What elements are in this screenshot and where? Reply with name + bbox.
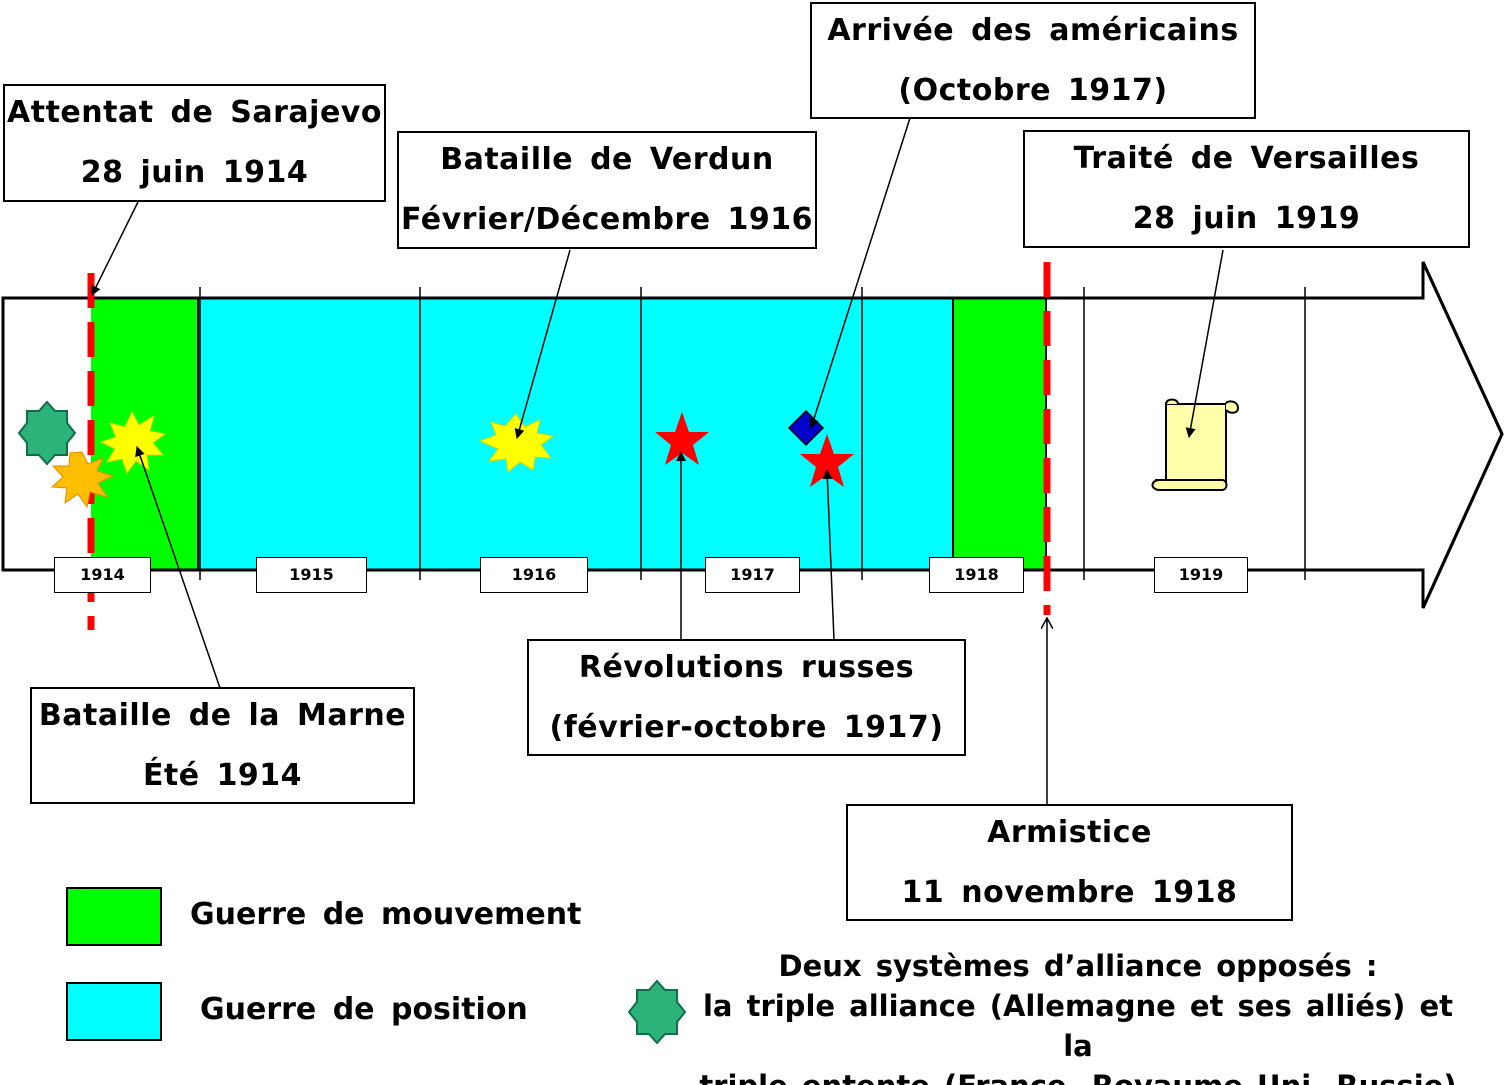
callout-marne	[135, 446, 221, 689]
year-label-1915: 1915	[256, 557, 367, 593]
event-versailles-box: Traité de Versailles 28 juin 1919	[1023, 130, 1470, 248]
explosion-orange-icon	[50, 451, 115, 509]
callout-sarajevo	[91, 201, 139, 296]
event-armistice-date: 11 novembre 1918	[901, 874, 1238, 910]
legend-movement-label: Guerre de mouvement	[190, 897, 582, 932]
event-verdun-box: Bataille de Verdun Février/Décembre 1916	[397, 131, 817, 249]
treaty-scroll-icon	[1151, 398, 1240, 491]
event-marne-date: Été 1914	[142, 757, 303, 793]
callout-verdun	[514, 249, 571, 439]
legend-movement-swatch	[66, 887, 162, 946]
event-sarajevo-date: 28 juin 1914	[80, 155, 309, 190]
event-americains-title: Arrivée des américains	[827, 12, 1239, 48]
event-revolutions-box: Révolutions russes (février-octobre 1917…	[527, 639, 966, 756]
event-americains-date: (Octobre 1917)	[898, 72, 1168, 108]
event-marne-title: Bataille de la Marne	[38, 697, 407, 733]
position-period	[198, 298, 953, 570]
legend-position-swatch	[66, 982, 162, 1041]
event-verdun-title: Bataille de Verdun	[440, 142, 774, 177]
explosion-verdun-icon	[478, 413, 555, 473]
movement-period-1918	[953, 298, 1046, 570]
alliance-star-icon	[17, 400, 77, 466]
event-sarajevo-box: Attentat de Sarajevo 28 juin 1914	[3, 84, 386, 202]
year-label-1919: 1919	[1154, 557, 1248, 593]
event-sarajevo-title: Attentat de Sarajevo	[7, 95, 382, 130]
revolution-october-star-icon	[800, 434, 854, 487]
revolution-february-star-icon	[655, 412, 709, 465]
event-americains-box: Arrivée des américains (Octobre 1917)	[810, 2, 1256, 119]
legend-position-label: Guerre de position	[200, 992, 528, 1027]
alliance-description: Deux systèmes d’alliance opposés : la tr…	[688, 946, 1468, 1085]
explosion-marne-icon	[99, 410, 167, 475]
alliance-legend-icon	[627, 979, 687, 1045]
year-label-1916: 1916	[480, 557, 588, 593]
event-armistice-box: Armistice 11 novembre 1918	[846, 804, 1293, 921]
event-revolutions-date: (février-octobre 1917)	[549, 709, 944, 745]
event-armistice-title: Armistice	[987, 814, 1152, 850]
event-revolutions-title: Révolutions russes	[578, 649, 915, 685]
year-label-1918: 1918	[929, 557, 1024, 593]
callout-revolution-oct	[822, 469, 835, 641]
callout-americains	[808, 117, 911, 429]
year-label-1917: 1917	[705, 557, 800, 593]
callout-versailles	[1185, 249, 1224, 438]
year-label-1914: 1914	[54, 557, 151, 593]
event-marne-box: Bataille de la Marne Été 1914	[30, 687, 415, 804]
alliance-line-1: Deux systèmes d’alliance opposés :	[778, 949, 1378, 983]
event-versailles-date: 28 juin 1919	[1132, 201, 1361, 236]
alliance-line-2: la triple alliance (Allemagne et ses all…	[702, 989, 1454, 1063]
event-verdun-date: Février/Décembre 1916	[400, 202, 814, 237]
event-versailles-title: Traité de Versailles	[1073, 141, 1420, 176]
alliance-line-3: triple entente (France, Royaume Uni, Rus…	[688, 1066, 1468, 1085]
